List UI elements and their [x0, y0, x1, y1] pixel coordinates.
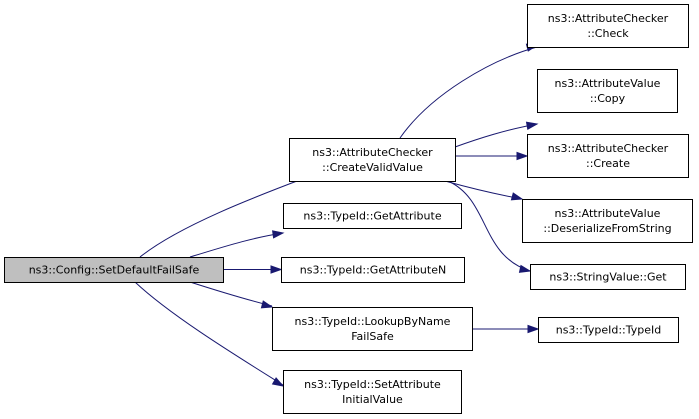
arrowhead-icon — [272, 230, 285, 239]
arrowhead-icon — [271, 377, 285, 387]
arrowhead-icon — [510, 192, 524, 201]
edge-createvalid-deser — [444, 180, 523, 200]
node-label-line: ns3::TypeId::TypeId — [556, 324, 662, 337]
node-box — [281, 257, 465, 283]
node-box — [530, 264, 686, 290]
node-getattrn[interactable]: ns3::TypeId::GetAttributeN — [281, 257, 465, 283]
node-typeid[interactable]: ns3::TypeId::TypeId — [538, 317, 679, 343]
arrowhead-icon — [516, 151, 529, 161]
node-label-line: ns3::AttributeValue — [555, 77, 661, 90]
node-label-line: ns3::AttributeValue — [555, 207, 661, 220]
node-root[interactable]: ns3::Config::SetDefaultFailSafe — [4, 257, 224, 283]
node-label-line: ::DeserializeFromString — [543, 222, 671, 235]
node-label-line: ns3::AttributeChecker — [548, 142, 669, 155]
node-label-line: ns3::TypeId::GetAttribute — [303, 210, 441, 223]
node-box — [522, 199, 693, 243]
node-box — [527, 134, 689, 178]
node-label-line: ns3::StringValue::Get — [549, 271, 667, 284]
node-deser[interactable]: ns3::AttributeValue::DeserializeFromStri… — [522, 199, 693, 243]
node-box — [527, 4, 689, 48]
arrowhead-icon — [525, 121, 539, 130]
node-box — [4, 257, 224, 283]
node-createvalid[interactable]: ns3::AttributeChecker::CreateValidValue — [289, 138, 456, 182]
node-box — [537, 69, 678, 113]
node-box — [538, 317, 679, 343]
node-label-line: ::Copy — [590, 92, 626, 105]
node-label-line: ns3::AttributeChecker — [548, 12, 669, 25]
node-strget[interactable]: ns3::StringValue::Get — [530, 264, 686, 290]
edge-createvalid-check — [399, 46, 538, 139]
node-label-line: ns3::TypeId::SetAttribute — [304, 378, 441, 391]
node-getattr[interactable]: ns3::TypeId::GetAttribute — [283, 203, 462, 229]
node-box — [283, 370, 462, 414]
node-label-line: ::Create — [586, 157, 630, 170]
node-label-line: ns3::TypeId::LookupByName — [295, 315, 451, 328]
nodes: ns3::Config::SetDefaultFailSafe ns3::Attr… — [4, 4, 693, 414]
node-box — [289, 138, 456, 182]
node-box — [272, 307, 473, 351]
edge-root-createvalid — [139, 177, 306, 258]
node-label-line: ::Check — [587, 27, 629, 40]
edge-createvalid-copy — [454, 123, 538, 148]
edges — [134, 43, 540, 387]
edge-root-setattr — [134, 281, 284, 386]
edge-root-getattr — [189, 232, 284, 258]
node-check[interactable]: ns3::AttributeChecker::Check — [527, 4, 689, 48]
arrowhead-icon — [270, 265, 283, 274]
node-label-line: ns3::Config::SetDefaultFailSafe — [29, 264, 200, 277]
node-create[interactable]: ns3::AttributeChecker::Create — [527, 134, 689, 178]
node-label-line: ns3::AttributeChecker — [312, 146, 433, 159]
node-label-line: ::CreateValidValue — [322, 161, 423, 174]
arrowhead-icon — [527, 324, 540, 334]
arrowhead-icon — [260, 300, 274, 309]
node-box — [283, 203, 462, 229]
edge-root-lookup — [189, 281, 273, 307]
arrowhead-icon — [518, 264, 532, 273]
node-label-line: InitialValue — [342, 393, 403, 406]
edge-createvalid-strget — [447, 180, 531, 272]
node-label-line: FailSafe — [351, 330, 394, 343]
node-label-line: ns3::TypeId::GetAttributeN — [300, 264, 446, 277]
node-copy[interactable]: ns3::AttributeValue::Copy — [537, 69, 678, 113]
